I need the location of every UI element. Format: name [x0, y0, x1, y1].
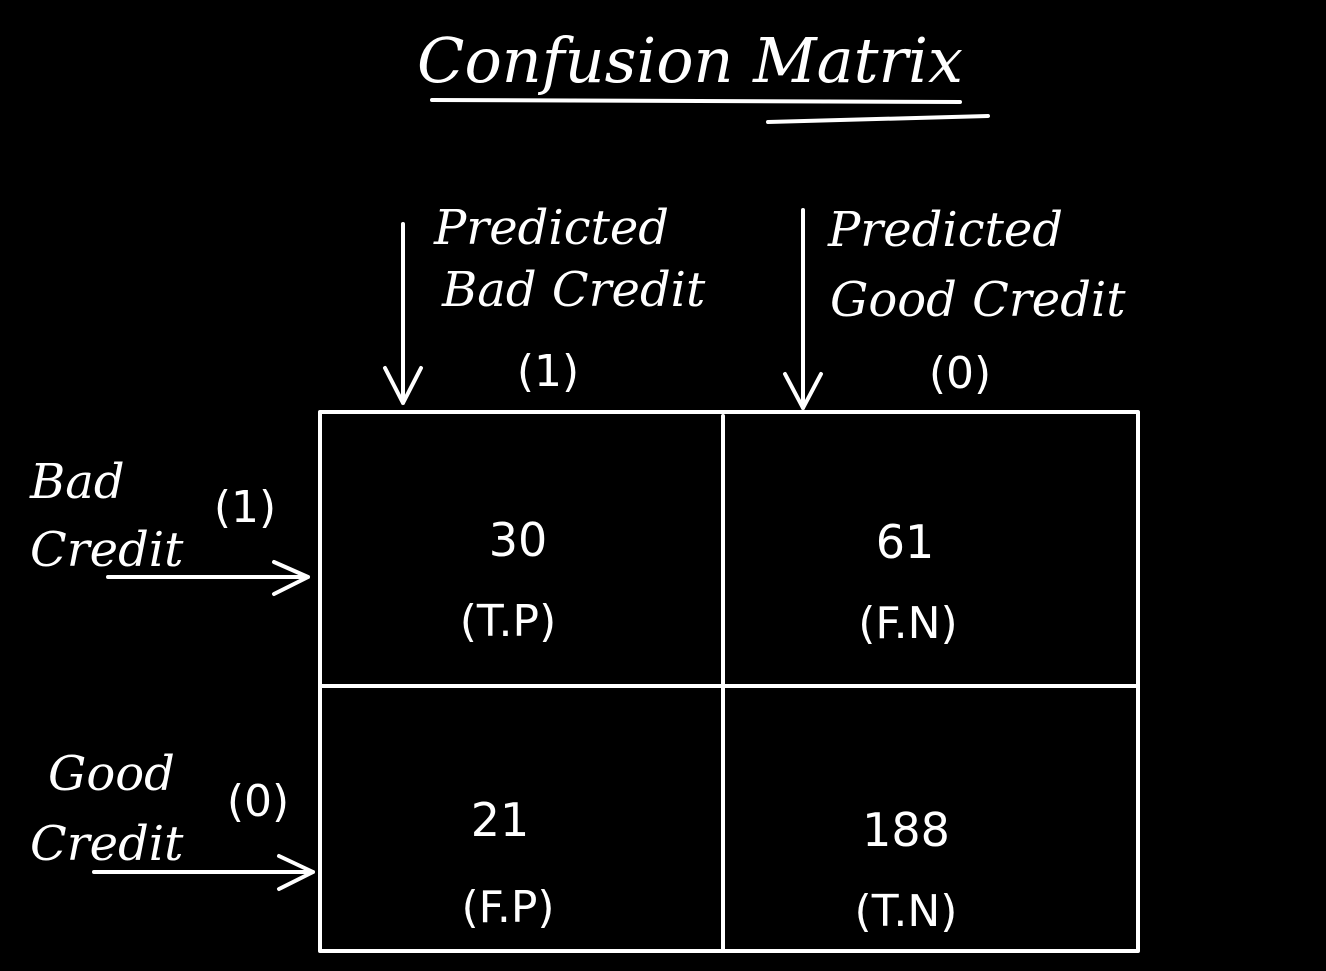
row-header-bad-code: (1) — [214, 482, 276, 533]
diagram-title: Confusion Matrix — [417, 24, 963, 97]
row-header-good-line2: Credit — [30, 816, 184, 872]
column-header-good-line1: Predicted — [827, 202, 1063, 258]
cell-value-tn: 188 — [862, 803, 950, 857]
cell-value-fn: 61 — [876, 515, 935, 569]
row-arrow-good — [92, 854, 315, 891]
title-underline-right — [766, 114, 990, 124]
row-header-good-code: (0) — [227, 776, 289, 827]
column-header-bad-line1: Predicted — [433, 200, 669, 256]
cell-label-fn: (F.N) — [858, 598, 957, 649]
column-header-good-line2: Good Credit — [830, 272, 1126, 328]
cell-value-tp: 30 — [489, 513, 548, 567]
column-header-bad-line2: Bad Credit — [441, 262, 706, 318]
cell-label-tp: (T.P) — [460, 596, 557, 647]
cell-value-fp: 21 — [471, 793, 530, 847]
title-underline-left — [430, 98, 962, 104]
cell-label-tn: (T.N) — [855, 886, 958, 937]
column-arrow-bad — [383, 222, 423, 405]
row-arrow-bad — [106, 560, 310, 596]
row-header-bad-line2: Credit — [30, 522, 184, 578]
matrix-border — [318, 410, 1140, 953]
column-header-good-code: (0) — [929, 348, 991, 399]
column-header-bad-code: (1) — [517, 346, 579, 397]
row-header-good-line1: Good — [48, 746, 175, 802]
column-arrow-good — [783, 208, 823, 410]
cell-label-fp: (F.P) — [461, 882, 554, 933]
row-header-bad-line1: Bad — [29, 454, 125, 510]
